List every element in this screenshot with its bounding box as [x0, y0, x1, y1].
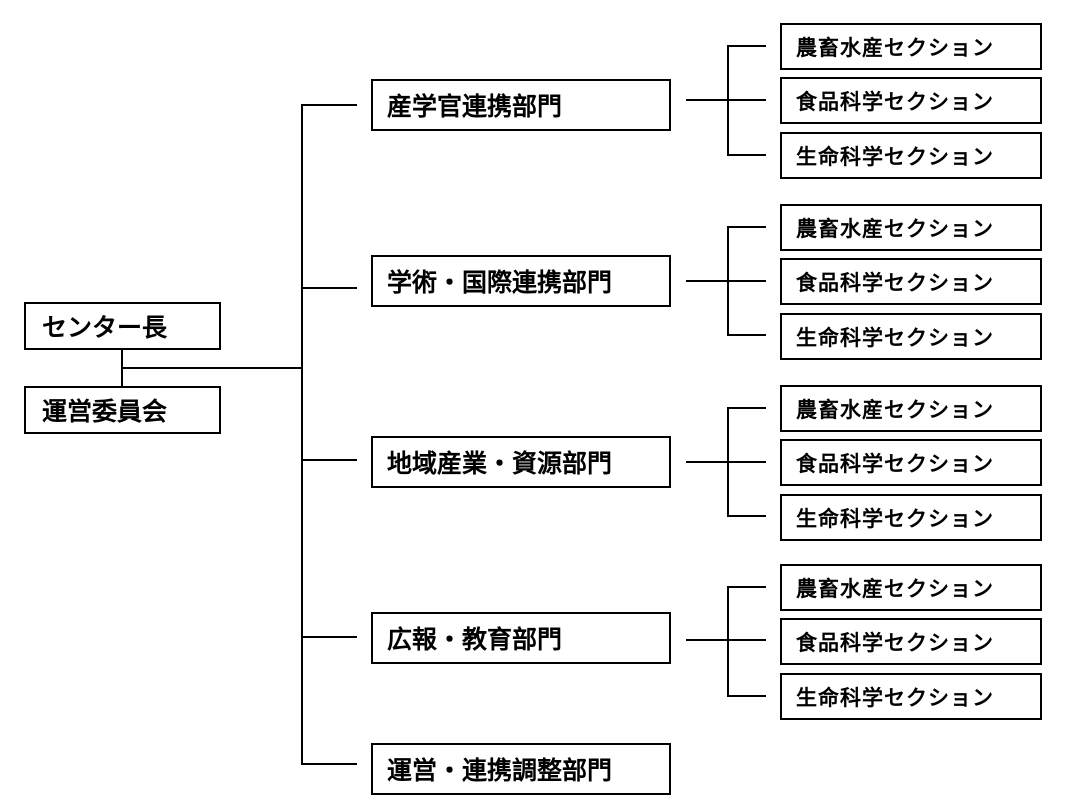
department-label: 学術・国際連携部門 — [387, 268, 613, 297]
department-box: 産学官連携部門 — [371, 79, 671, 131]
section-box: 生命科学セクション — [780, 313, 1042, 360]
department-box: 運営・連携調整部門 — [371, 743, 671, 795]
section-label: 食品科学セクション — [796, 630, 994, 655]
department-label: 地域産業・資源部門 — [387, 449, 613, 478]
section-label: 農畜水産セクション — [796, 576, 994, 601]
section-label: 食品科学セクション — [796, 89, 994, 114]
section-label: 食品科学セクション — [796, 451, 994, 476]
section-box: 食品科学セクション — [780, 77, 1042, 124]
department-box: 地域産業・資源部門 — [371, 436, 671, 488]
section-box: 農畜水産セクション — [780, 23, 1042, 70]
section-box: 農畜水産セクション — [780, 204, 1042, 251]
department-label: 広報・教育部門 — [387, 625, 563, 654]
center-director-label: センター長 — [42, 313, 168, 342]
section-label: 生命科学セクション — [796, 685, 994, 710]
section-label: 生命科学セクション — [796, 325, 994, 350]
section-box: 食品科学セクション — [780, 258, 1042, 305]
steering-committee-box: 運営委員会 — [24, 386, 221, 434]
section-box: 生命科学セクション — [780, 494, 1042, 541]
department-label: 産学官連携部門 — [387, 92, 563, 121]
section-box: 生命科学セクション — [780, 132, 1042, 179]
steering-committee-label: 運営委員会 — [42, 397, 168, 426]
department-box: 学術・国際連携部門 — [371, 255, 671, 307]
section-box: 農畜水産セクション — [780, 385, 1042, 432]
section-box: 農畜水産セクション — [780, 564, 1042, 611]
section-label: 生命科学セクション — [796, 506, 994, 531]
department-box: 広報・教育部門 — [371, 612, 671, 664]
section-label: 農畜水産セクション — [796, 397, 994, 422]
section-label: 食品科学セクション — [796, 270, 994, 295]
section-label: 農畜水産セクション — [796, 35, 994, 60]
section-label: 生命科学セクション — [796, 144, 994, 169]
section-box: 生命科学セクション — [780, 673, 1042, 720]
section-label: 農畜水産セクション — [796, 216, 994, 241]
section-box: 食品科学セクション — [780, 439, 1042, 486]
department-label: 運営・連携調整部門 — [387, 756, 613, 785]
center-director-box: センター長 — [24, 302, 221, 350]
section-box: 食品科学セクション — [780, 618, 1042, 665]
